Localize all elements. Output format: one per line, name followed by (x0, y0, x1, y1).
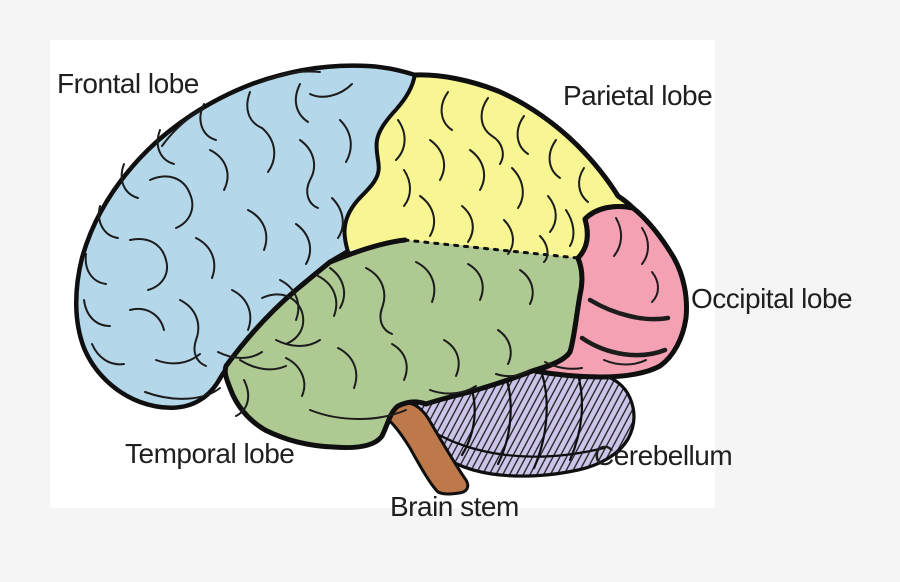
label-frontal-lobe: Frontal lobe (57, 68, 199, 99)
central-sulcus-line (343, 73, 417, 253)
parietal-lobe-shape (344, 74, 633, 258)
label-parietal-lobe: Parietal lobe (563, 80, 713, 111)
label-cerebellum: Cerebellum (594, 440, 733, 471)
temporal-lobe-shape (225, 240, 583, 448)
brain-stem-shape (383, 401, 470, 496)
gyri-lines-frontal (83, 70, 353, 400)
gyri-lines-occipital (544, 217, 671, 370)
parieto-temporal-dashed-line (403, 238, 580, 260)
gyri-lines-parietal (395, 91, 589, 263)
label-occipital-lobe: Occipital lobe (691, 283, 853, 314)
cerebellum-lobule-lines (428, 372, 606, 470)
label-temporal-lobe: Temporal lobe (125, 438, 295, 469)
gyri-lines-temporal (235, 261, 534, 420)
label-brain-stem: Brain stem (390, 491, 519, 522)
